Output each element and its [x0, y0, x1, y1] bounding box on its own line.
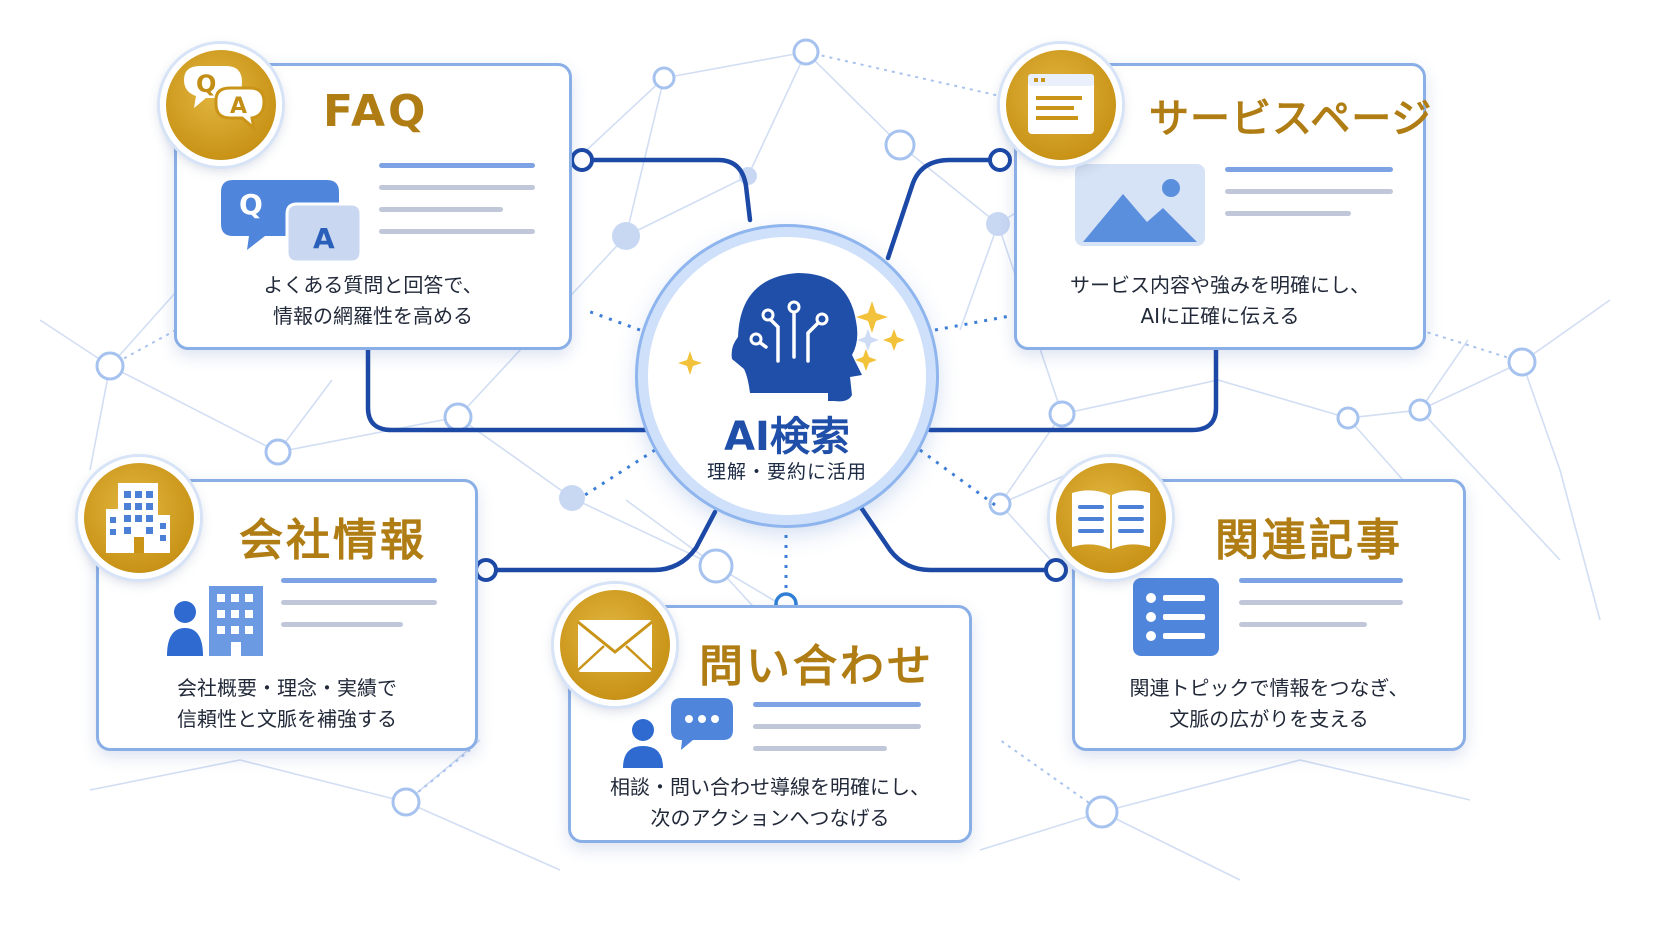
office-building-icon [106, 483, 170, 553]
sparkle-icon [678, 301, 905, 375]
open-book-icon [1072, 490, 1150, 549]
related-articles-card[interactable]: 関連記事 関連トピックで情報をつなぎ、 文脈の広がりを支える [1072, 479, 1466, 751]
contact-text-lines [753, 702, 921, 768]
person-chat-icon [619, 698, 737, 772]
service-page-description: サービス内容や強みを明確にし、 AIに正確に伝える [1070, 273, 1370, 328]
list-document-icon [1133, 578, 1219, 660]
service-page-title: サービスページ [1149, 96, 1433, 142]
related-articles-description: 関連トピックで情報をつなぎ、 文脈の広がりを支える [1129, 676, 1409, 731]
articles-text-lines [1239, 578, 1403, 644]
contact-badge [554, 584, 676, 706]
envelope-icon [577, 620, 653, 672]
qa-chat-icon: Q A [221, 180, 363, 272]
dotted-links [109, 51, 1523, 813]
ai-search-hub: AI検索 理解・要約に活用 [638, 227, 936, 525]
faq-badge: Q A [160, 44, 282, 166]
web-page-icon [1028, 74, 1094, 134]
qa-chat-q: Q [239, 188, 263, 221]
service-page-badge [1000, 44, 1122, 166]
person-building-icon [165, 582, 267, 664]
faq-text-lines [379, 163, 535, 251]
hub-title: AI検索 [724, 414, 850, 460]
faq-description: よくある質問と回答で、 情報の網羅性を高める [263, 273, 483, 328]
company-info-title: 会社情報 [239, 515, 427, 566]
hub-subtitle: 理解・要約に活用 [706, 461, 867, 483]
faq-title: FAQ [323, 86, 429, 137]
company-text-lines [281, 578, 437, 644]
hub-dotted-spokes [584, 308, 1011, 600]
contact-description: 相談・問い合わせ導線を明確にし、 次のアクションへつなげる [610, 775, 930, 830]
company-info-description: 会社概要・理念・実績で 信頼性と文脈を補強する [177, 676, 397, 731]
hub-connectors [365, 157, 1219, 573]
image-placeholder-icon [1075, 164, 1205, 250]
qa-chat-a: A [313, 222, 335, 255]
service-text-lines [1225, 167, 1393, 233]
network-nodes [95, 38, 1537, 829]
svg-text:Q: Q [196, 70, 216, 98]
brain-circuit-head-icon [678, 273, 905, 402]
related-articles-title: 関連記事 [1215, 515, 1403, 566]
company-info-badge [78, 457, 200, 579]
contact-title: 問い合わせ [699, 641, 934, 692]
connector-endpoints [474, 148, 1068, 616]
svg-text:A: A [230, 94, 247, 119]
qa-bubbles-icon: Q A [184, 66, 266, 132]
contact-card[interactable]: 問い合わせ 相談・問い合わせ導線を明確にし、 次のアクションへつなげる [568, 605, 972, 843]
related-articles-badge [1050, 457, 1172, 579]
